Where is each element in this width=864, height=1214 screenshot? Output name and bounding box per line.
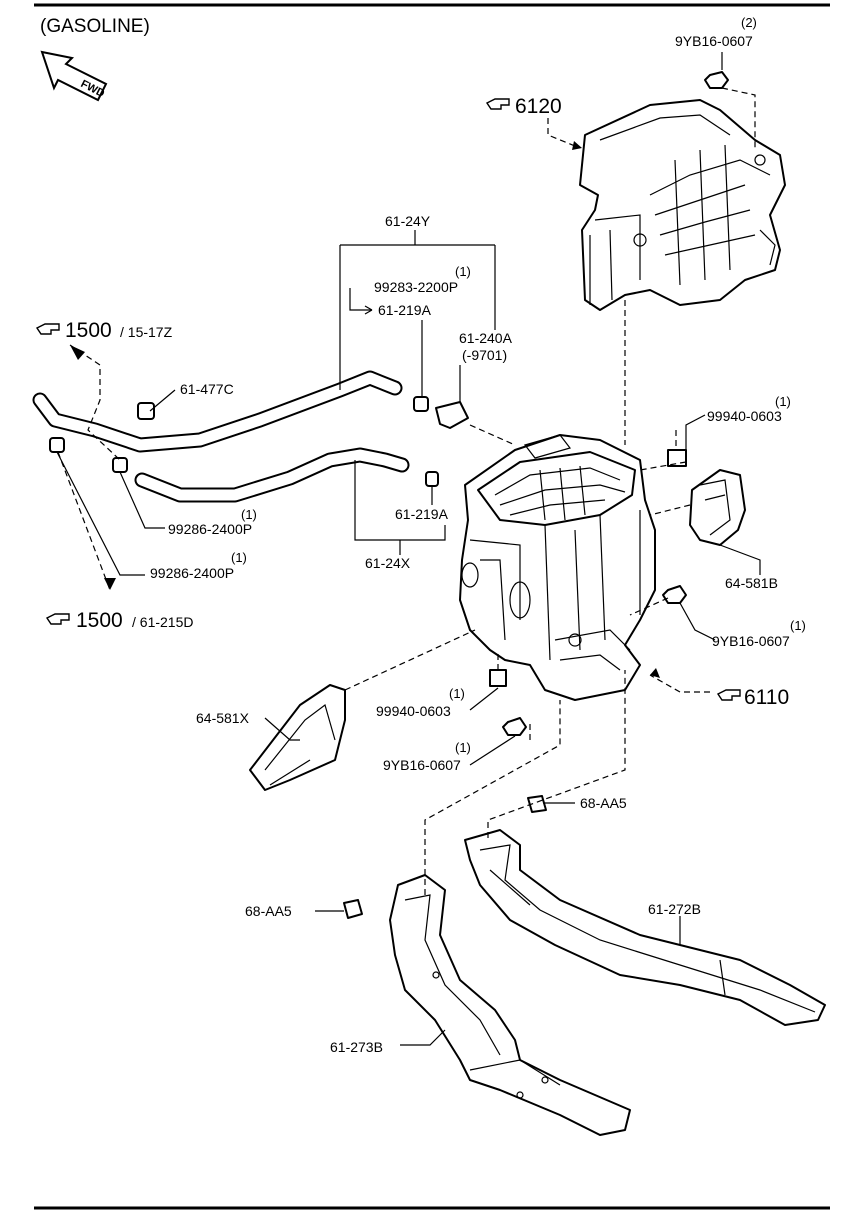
reference-hand-icon-6110: [716, 689, 741, 701]
ref-6110[interactable]: 6110: [744, 686, 789, 709]
label-9yb16-0607-mid: 9YB16-0607: [383, 757, 461, 773]
qty-9yb16-top: (2): [741, 15, 757, 30]
reference-hand-icon-1500a: [35, 323, 60, 335]
ref-1500-b-sub: / 61-215D: [132, 614, 193, 630]
label-9yb16-0607-top: 9YB16-0607: [675, 33, 753, 49]
qty-9yb16-mid: (1): [455, 740, 471, 755]
nut-99940-right: [667, 449, 687, 467]
clamp-99286-a: [112, 457, 128, 473]
label-99286-2400p-a: 99286-2400P: [168, 521, 252, 537]
label-99940-0603-mid: 99940-0603: [376, 703, 451, 719]
label-99940-0603-right: 99940-0603: [707, 408, 782, 424]
label-64-581x: 64-581X: [196, 710, 250, 726]
bolt-68-aa5-left: [343, 899, 363, 919]
bracket-64-581x: [249, 684, 346, 791]
label-64-581b: 64-581B: [725, 575, 778, 591]
reference-hand-icon-1500b: [45, 613, 70, 625]
bracket-64-581b: [689, 469, 746, 546]
duct-61-272b: [464, 829, 826, 1026]
heater-unit: [459, 434, 656, 701]
label-68-aa5-left: 68-AA5: [245, 903, 292, 919]
clamp-61-477c: [137, 402, 155, 420]
label-9yb16-0607-right: 9YB16-0607: [712, 633, 790, 649]
qty-99286-a: (1): [241, 507, 257, 522]
clamp-61-219a-mid: [425, 471, 439, 487]
nut-99940-mid: [489, 669, 507, 687]
clamp-99286-b: [49, 437, 65, 453]
nut-9yb16-top: [704, 71, 729, 89]
label-61-24y: 61-24Y: [385, 213, 431, 229]
blower-unit: [579, 99, 786, 311]
page-title: (GASOLINE): [40, 16, 150, 37]
label-61-273b: 61-273B: [330, 1039, 383, 1055]
label-68-aa5-right: 68-AA5: [580, 795, 627, 811]
nut-9yb16-mid: [502, 717, 527, 736]
qty-99940-right: (1): [775, 394, 791, 409]
qty-99286-b: (1): [231, 550, 247, 565]
label-61-219a-mid: 61-219A: [395, 506, 449, 522]
qty-99283: (1): [455, 264, 471, 279]
ref-1500-b[interactable]: 1500: [76, 609, 123, 632]
ref-1500-a-sub: / 15-17Z: [120, 324, 173, 340]
qty-9yb16-right: (1): [790, 618, 806, 633]
ref-6120[interactable]: 6120: [515, 95, 562, 118]
heater-hose-lower: [134, 447, 410, 503]
qty-99940-mid: (1): [449, 686, 465, 701]
label-61-219a-top: 61-219A: [378, 302, 432, 318]
clamp-61-219a-top: [413, 396, 429, 412]
label-61-240a: 61-240A: [459, 330, 513, 346]
duct-61-273b: [389, 874, 631, 1136]
heater-hose-upper: [32, 370, 403, 453]
label-61-272b: 61-272B: [648, 901, 701, 917]
label-99283-2200p: 99283-2200P: [374, 279, 458, 295]
valve-61-240a: [435, 401, 469, 429]
label-99286-2400p-b: 99286-2400P: [150, 565, 234, 581]
label-9701: (-9701): [462, 347, 507, 363]
label-61-477c: 61-477C: [180, 381, 234, 397]
label-61-24x: 61-24X: [365, 555, 411, 571]
reference-hand-icon-6120: [485, 98, 510, 110]
fwd-arrow-icon: FWD: [40, 50, 108, 102]
ref-1500-a[interactable]: 1500: [65, 319, 112, 342]
nut-9yb16-right: [662, 585, 687, 604]
